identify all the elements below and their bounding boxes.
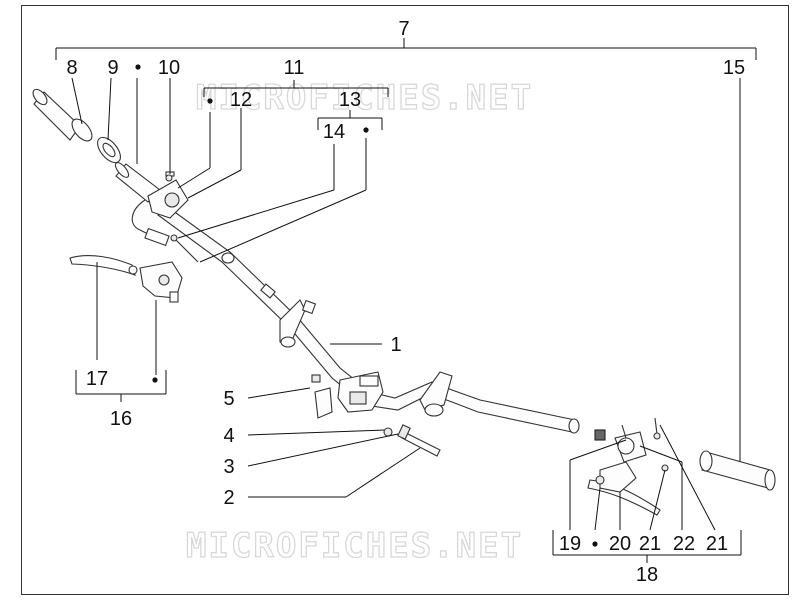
label-17: 17: [86, 368, 108, 390]
small-screws: [165, 174, 199, 263]
clamp-bolt: [311, 374, 441, 457]
label-7: 7: [398, 18, 409, 40]
center-clamp: [314, 371, 384, 419]
label-11: 11: [284, 57, 305, 79]
leader-lines: [71, 77, 741, 531]
label-4: 4: [223, 425, 234, 447]
bullet-markers: [135, 64, 598, 547]
watermark-top: MICROFICHES.NET: [196, 78, 533, 118]
handlebar-tube: [157, 204, 580, 434]
left-grip: [32, 88, 93, 142]
label-14: 14: [323, 121, 345, 143]
bracket-7: [55, 38, 757, 60]
diagram-frame: [21, 5, 789, 595]
label-19: 19: [559, 533, 581, 555]
label-16: 16: [110, 408, 132, 430]
label-22: 22: [673, 533, 695, 555]
grip-washer: [97, 136, 121, 164]
right-grip: [699, 450, 776, 491]
label-13: 13: [339, 89, 361, 111]
label-2: 2: [223, 487, 234, 509]
label-21-left: 21: [639, 533, 661, 555]
left-brake-lever: [69, 255, 183, 303]
right-lever-assembly: [587, 417, 669, 516]
label-15: 15: [723, 57, 745, 79]
label-10: 10: [158, 57, 180, 79]
label-12: 12: [230, 89, 252, 111]
bracket-18: [552, 530, 742, 563]
throttle-tube: [114, 162, 161, 203]
label-20: 20: [609, 533, 631, 555]
label-9: 9: [107, 57, 118, 79]
label-1: 1: [390, 334, 401, 356]
watermark-bottom: MICROFICHES.NET: [186, 526, 523, 566]
label-3: 3: [223, 456, 234, 478]
label-8: 8: [66, 57, 77, 79]
bracket-13: [317, 110, 383, 130]
label-18: 18: [636, 564, 658, 586]
label-21-right: 21: [706, 533, 728, 555]
bracket-16: [75, 370, 167, 402]
label-5: 5: [223, 388, 234, 410]
bracket-11: [203, 80, 389, 97]
